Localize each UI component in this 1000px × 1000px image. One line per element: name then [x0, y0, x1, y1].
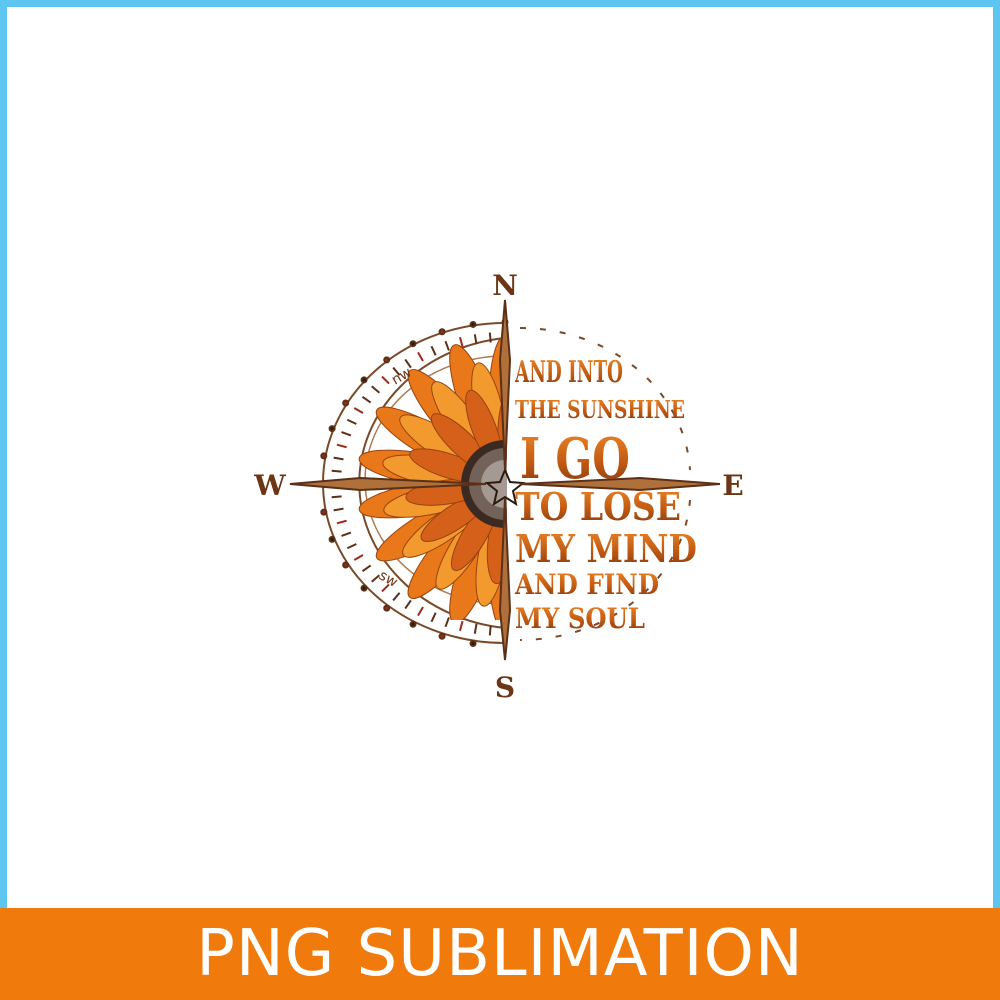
tick-mark	[346, 418, 357, 425]
tick-mark	[458, 620, 464, 632]
tick-mark	[336, 519, 347, 525]
tick-mark	[488, 625, 492, 636]
tick-dot	[320, 508, 328, 516]
quote-line-2: THE SUNSHINE	[515, 395, 685, 424]
tick-mark	[444, 340, 450, 351]
banner-label: PNG SUBLIMATION	[196, 917, 804, 991]
tick-mark	[430, 345, 437, 356]
quote-line-4: TO LOSE	[515, 484, 681, 529]
quote-line-7: MY SOUL	[515, 602, 645, 635]
tick-mark	[473, 623, 478, 634]
tick-dot	[469, 320, 477, 328]
tick-mark	[333, 456, 344, 461]
tick-mark	[458, 336, 464, 348]
tick-mark	[488, 332, 492, 343]
west-label: W	[253, 469, 286, 502]
tick-mark	[430, 612, 437, 623]
compass-sunflower-artwork: N S W E nw sw AND INTO THE SUNSHINE I GO…	[253, 269, 743, 704]
tick-dot	[328, 425, 336, 433]
east-label: E	[722, 469, 743, 502]
tick-mark	[361, 395, 372, 404]
tick-mark	[417, 351, 424, 362]
compass-ticks	[317, 318, 509, 648]
tick-mark	[392, 592, 401, 602]
tick-dot	[320, 452, 328, 460]
quote-line-6: AND FIND	[514, 568, 659, 601]
tick-mark	[336, 443, 347, 449]
tick-mark	[361, 564, 372, 573]
tick-dot	[409, 620, 417, 628]
quote-line-1: AND INTO	[514, 355, 623, 390]
tick-mark	[381, 375, 390, 385]
tick-dot	[409, 340, 417, 348]
tick-dot	[438, 328, 446, 336]
tick-mark	[331, 495, 342, 499]
tick-mark	[371, 574, 381, 583]
tick-mark	[346, 543, 357, 550]
compass-center-star-icon	[484, 467, 526, 507]
tick-dot	[342, 399, 350, 407]
compass-needle-vertical	[498, 299, 512, 661]
tick-dot	[328, 535, 336, 543]
quote-text: AND INTO THE SUNSHINE I GO TO LOSE MY MI…	[514, 355, 697, 635]
tick-mark	[333, 507, 344, 512]
compass-needle-horizontal	[289, 476, 721, 492]
tick-dot	[360, 584, 368, 592]
tick-dot	[342, 561, 350, 569]
tick-dot	[438, 632, 446, 640]
tick-mark	[341, 531, 352, 537]
south-label: S	[495, 671, 515, 704]
tick-mark	[392, 366, 401, 376]
quote-line-3: I GO	[520, 426, 630, 492]
png-sublimation-banner: PNG SUBLIMATION	[0, 908, 1000, 1000]
tick-mark	[381, 583, 390, 593]
tick-mark	[331, 469, 342, 473]
tick-mark	[353, 407, 364, 414]
tick-dot	[383, 604, 391, 612]
southwest-label: sw	[376, 568, 400, 591]
tick-mark	[417, 606, 424, 617]
tick-mark	[341, 431, 352, 437]
tick-dot	[360, 376, 368, 384]
tick-dot	[383, 356, 391, 364]
tick-mark	[473, 334, 478, 345]
tick-mark	[353, 554, 364, 561]
tick-mark	[371, 385, 381, 394]
tick-mark	[404, 358, 412, 369]
tick-dot	[469, 640, 477, 648]
north-label: N	[492, 269, 518, 302]
tick-mark	[444, 617, 450, 628]
quote-line-5: MY MIND	[515, 526, 697, 571]
tick-mark	[404, 599, 412, 610]
